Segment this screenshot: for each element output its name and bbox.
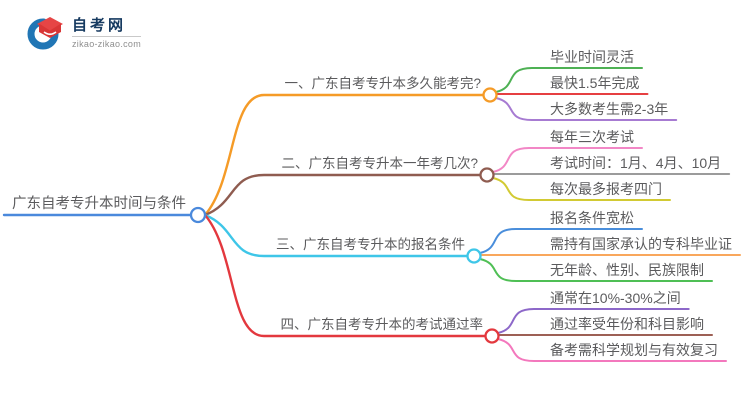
branch-label-1: 一、广东自考专升本多久能考完? [284, 76, 481, 91]
branch-label-2: 二、广东自考专升本一年考几次? [281, 156, 478, 171]
connector-line [497, 308, 690, 334]
root-topic-label: 广东自考专升本时间与条件 [12, 196, 186, 212]
child-label-4-3: 备考需科学规划与有效复习 [550, 342, 718, 358]
logo-divider [72, 35, 142, 37]
connector-line [479, 258, 713, 282]
connector-line [492, 147, 643, 173]
connector-line [495, 97, 678, 121]
graduation-cap-logo-icon [27, 17, 63, 50]
branch-node-circle-3 [466, 248, 482, 264]
branch-node-circle-4 [484, 328, 500, 344]
child-label-3-1: 报名条件宽松 [550, 210, 634, 226]
connector-line [203, 93, 485, 217]
child-label-1-3: 大多数考生需2-3年 [550, 101, 669, 117]
connector-line [492, 177, 671, 201]
connector-line [495, 67, 643, 93]
child-label-2-3: 每次最多报考四门 [550, 181, 662, 197]
connector-line [203, 213, 487, 338]
connector-line [203, 173, 482, 217]
root-node-circle [189, 206, 207, 224]
child-label-3-2: 需持有国家承认的专科毕业证 [550, 236, 732, 252]
logo-site-url: zikao-zikao.com [72, 38, 142, 49]
branch-node-circle-2 [479, 167, 495, 183]
child-label-1-2: 最快1.5年完成 [550, 75, 640, 91]
child-label-4-1: 通常在10%-30%之间 [550, 290, 681, 306]
branch-label-3: 三、广东自考专升本的报名条件 [276, 237, 465, 252]
connector-line [479, 228, 643, 254]
logo-site-name: 自考网 [72, 16, 127, 34]
child-label-2-1: 每年三次考试 [550, 129, 634, 145]
branch-label-4: 四、广东自考专升本的考试通过率 [280, 317, 484, 332]
child-label-4-2: 通过率受年份和科目影响 [550, 316, 704, 332]
logo-text-block: 自考网 zikao-zikao.com [72, 16, 142, 50]
child-label-3-3: 无年龄、性别、民族限制 [550, 262, 704, 278]
child-label-2-2: 考试时间：1月、4月、10月 [550, 155, 722, 171]
child-label-1-1: 毕业时间灵活 [550, 49, 634, 65]
site-logo: 自考网 zikao-zikao.com [26, 13, 142, 53]
connector-line [497, 338, 727, 362]
branch-node-circle-1 [482, 87, 498, 103]
connector-line [203, 213, 469, 258]
